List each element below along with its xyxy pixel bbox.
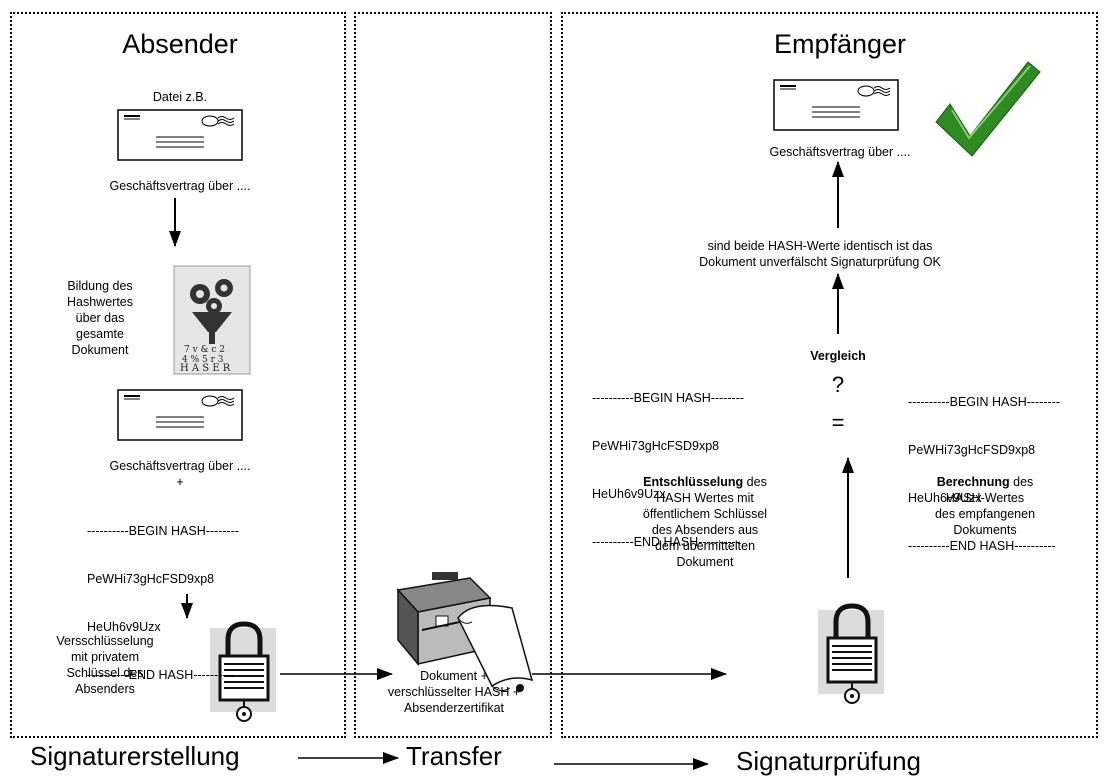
verification-result: sind beide HASH-Werte identisch ist das … (699, 239, 941, 269)
checkmark-icon (935, 61, 1041, 157)
plus-sign: + (176, 475, 184, 489)
package-icon (396, 572, 534, 692)
question-mark: ? (831, 372, 845, 397)
document-label: Geschäftsvertrag über .... (769, 145, 911, 159)
sender-title: Absender (122, 29, 238, 59)
equals-sign: = (831, 410, 845, 435)
document-label: Geschäftsvertrag über .... (109, 179, 251, 193)
package-label: Dokument + verschlüsselter HASH + Absend… (387, 669, 521, 715)
computed-hash-block: ----------BEGIN HASH-------- PeWHi73gHcF… (908, 395, 1061, 553)
svg-text:4 % 5 r 3: 4 % 5 r 3 (182, 355, 224, 365)
compare-label: Vergleich (810, 349, 866, 363)
receiver-column-frame (561, 12, 1098, 738)
hash-machine-icon: 7 v & c 2 4 % 5 r 3 H A S E R (173, 265, 251, 375)
receiver-title: Empfänger (773, 29, 907, 59)
envelope-icon (117, 109, 243, 161)
encrypt-label: Versschlüsselung mit privatem Schlüssel … (56, 634, 154, 696)
phase-transfer: Transfer (406, 741, 502, 771)
phase-signature-verification: Signaturprüfung (736, 746, 922, 776)
sender-column-frame (10, 12, 346, 738)
padlock-icon (210, 621, 276, 722)
signed-hash-block: ----------BEGIN HASH-------- PeWHi73gHcF… (87, 524, 240, 682)
svg-text:7 v & c 2: 7 v & c 2 (184, 345, 225, 355)
transfer-column-frame (354, 12, 552, 738)
padlock-icon (818, 603, 884, 704)
compute-step-label: Berechnung des HASH-Wertes des empfangen… (934, 475, 1036, 537)
file-caption: Datei z.B. (152, 90, 208, 104)
envelope-icon (773, 79, 899, 131)
hash-step-label: Bildung des Hashwertes über das gesamte … (67, 279, 133, 357)
decrypt-step-label: Entschlüsselung des HASH Wertes mit öffe… (642, 475, 768, 569)
envelope-icon (117, 389, 243, 441)
svg-text:H A S E R: H A S E R (180, 363, 231, 374)
decrypted-hash-block: ----------BEGIN HASH-------- PeWHi73gHcF… (592, 391, 745, 549)
document-label: Geschäftsvertrag über .... (109, 459, 251, 473)
phase-signature-creation: Signaturerstellung (30, 741, 240, 771)
